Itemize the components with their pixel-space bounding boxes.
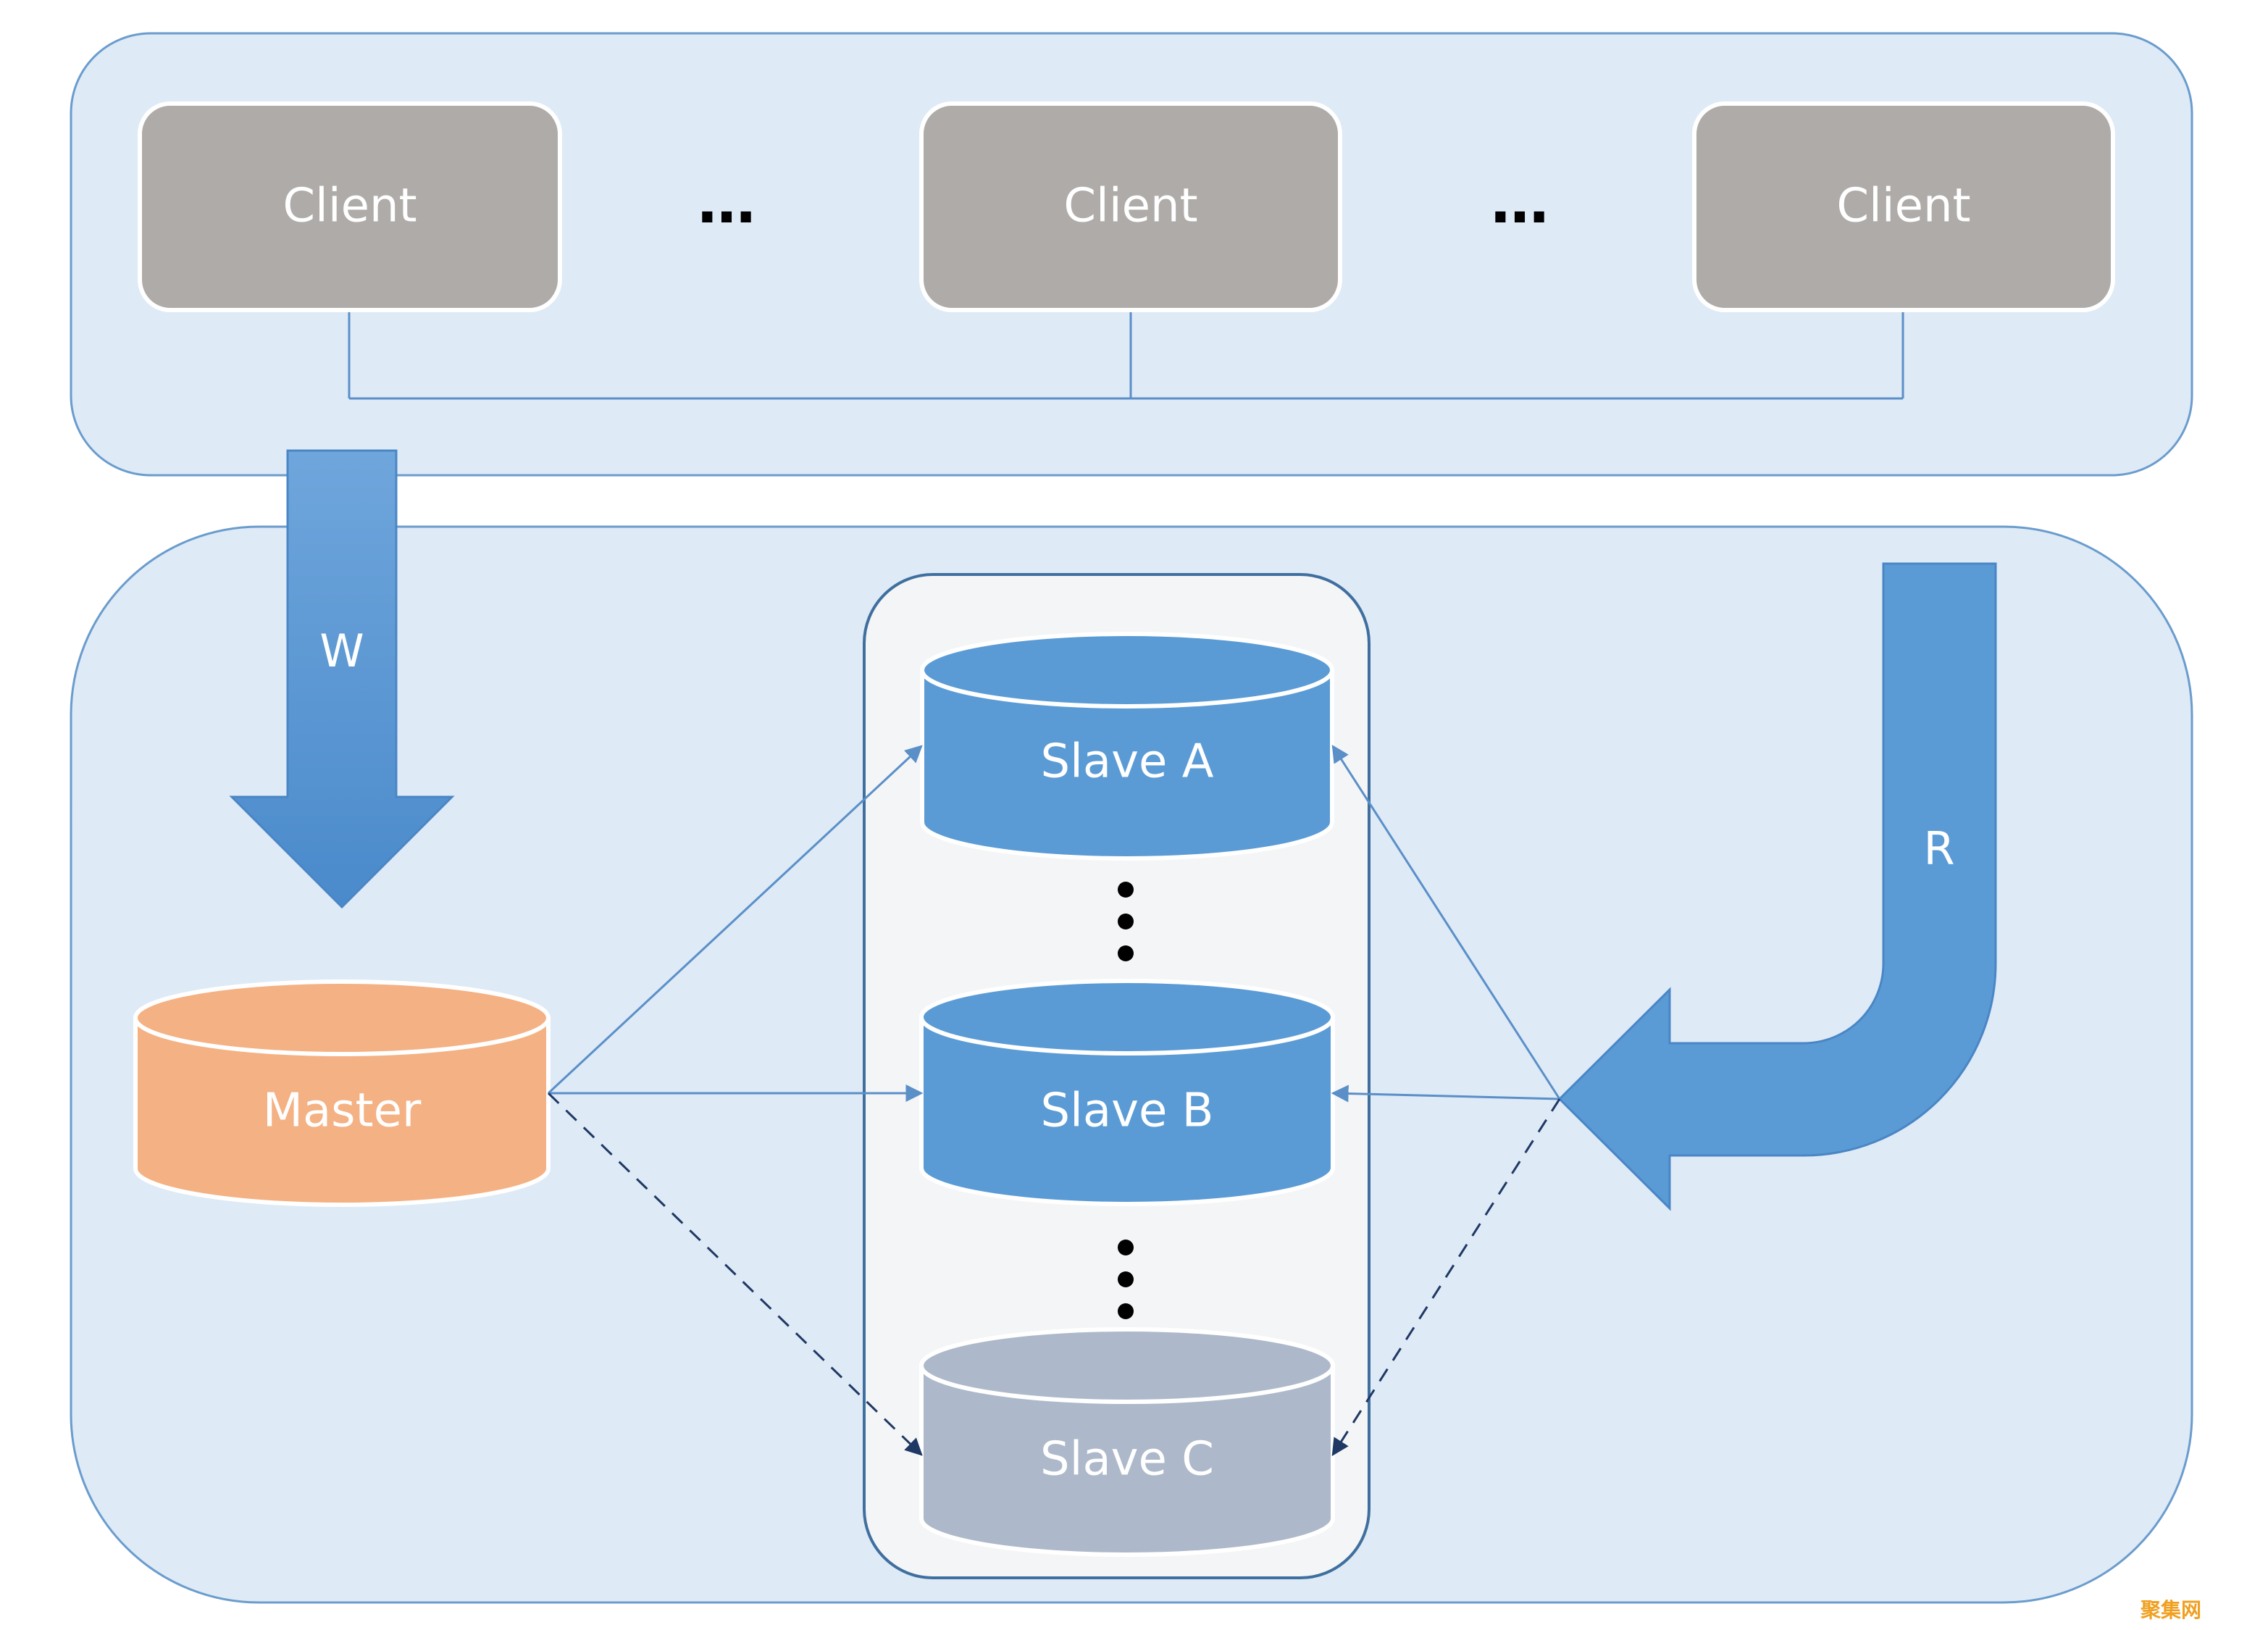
- client-box-1[interactable]: Client: [138, 101, 562, 312]
- slave-a-db[interactable]: Slave A: [920, 632, 1334, 861]
- ellipsis-2: …: [1491, 169, 1549, 236]
- read-distribution-lines: [1331, 744, 1561, 1103]
- master-label: Master: [263, 1084, 422, 1138]
- slave-c-db[interactable]: Slave C: [919, 1327, 1335, 1557]
- replication-line-slave-c: [547, 1092, 923, 1456]
- read-arrow-label: R: [1923, 822, 1954, 875]
- vertical-ellipsis-2: [1118, 1240, 1134, 1319]
- master-db[interactable]: Master: [133, 979, 551, 1207]
- client-label-1: Client: [283, 180, 417, 233]
- client-box-3[interactable]: Client: [1692, 101, 2115, 312]
- client-label-3: Client: [1836, 180, 1970, 233]
- read-arrow: R: [1557, 562, 1997, 1211]
- slave-c-label: Slave C: [1040, 1433, 1214, 1487]
- write-arrow-label: W: [319, 624, 364, 677]
- replication-lines: [547, 745, 924, 1102]
- slave-a-label: Slave A: [1041, 735, 1214, 789]
- client-label-2: Client: [1063, 180, 1197, 233]
- client-connector-lines: [348, 310, 1904, 400]
- watermark-logo: 聚集网: [2140, 1598, 2201, 1622]
- read-line-slave-c: [1331, 1098, 1561, 1457]
- vertical-ellipsis-1: [1118, 882, 1134, 961]
- write-arrow: W: [229, 449, 455, 909]
- ellipsis-1: …: [698, 169, 756, 236]
- client-box-2[interactable]: Client: [919, 101, 1342, 312]
- slave-b-db[interactable]: Slave B: [919, 979, 1335, 1206]
- slave-b-label: Slave B: [1040, 1084, 1213, 1138]
